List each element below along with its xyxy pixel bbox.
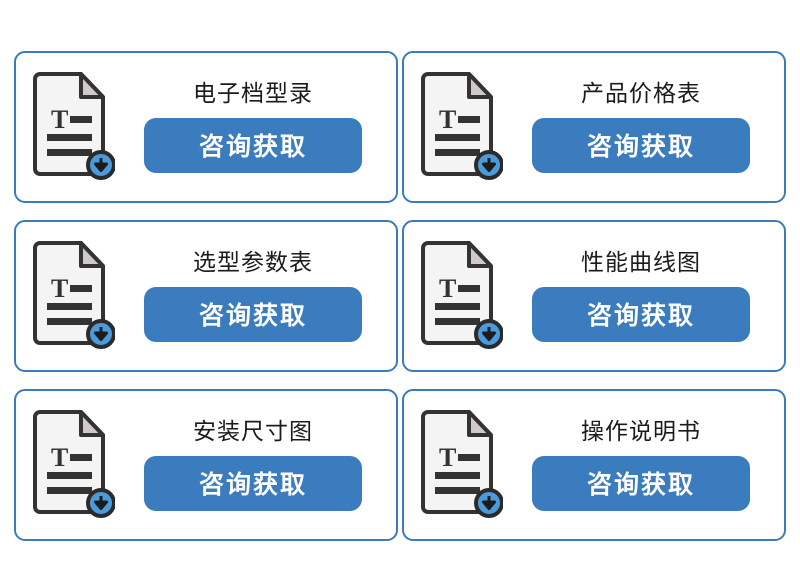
consult-get-button[interactable]: 咨询获取: [532, 117, 750, 173]
document-download-icon: T: [404, 53, 516, 201]
svg-text:T: T: [51, 274, 68, 303]
document-card[interactable]: T 选型参数表 咨询获取: [14, 220, 398, 372]
svg-text:T: T: [439, 274, 456, 303]
card-body: 安装尺寸图 咨询获取: [128, 391, 396, 539]
card-body: 产品价格表 咨询获取: [516, 53, 784, 201]
consult-get-button[interactable]: 咨询获取: [144, 117, 362, 173]
card-title: 性能曲线图: [581, 248, 701, 275]
document-card[interactable]: T 产品价格表 咨询获取: [402, 51, 786, 203]
card-title: 电子档型录: [193, 79, 313, 106]
card-body: 选型参数表 咨询获取: [128, 222, 396, 370]
document-download-icon: T: [16, 53, 128, 201]
document-download-icon: T: [16, 391, 128, 539]
svg-text:T: T: [439, 443, 456, 472]
document-download-icon: T: [404, 391, 516, 539]
document-card[interactable]: T 操作说明书 咨询获取: [402, 389, 786, 541]
consult-get-button[interactable]: 咨询获取: [144, 286, 362, 342]
consult-get-button[interactable]: 咨询获取: [532, 286, 750, 342]
consult-get-button[interactable]: 咨询获取: [144, 455, 362, 511]
document-card[interactable]: T 安装尺寸图 咨询获取: [14, 389, 398, 541]
document-download-icon: T: [404, 222, 516, 370]
document-download-icon: T: [16, 222, 128, 370]
document-card[interactable]: T 电子档型录 咨询获取: [14, 51, 398, 203]
document-card[interactable]: T 性能曲线图 咨询获取: [402, 220, 786, 372]
svg-text:T: T: [51, 105, 68, 134]
card-title: 安装尺寸图: [193, 417, 313, 444]
consult-get-button[interactable]: 咨询获取: [532, 455, 750, 511]
document-card-grid: T 电子档型录 咨询获取 T: [14, 51, 786, 541]
svg-text:T: T: [51, 443, 68, 472]
card-title: 选型参数表: [193, 248, 313, 275]
card-body: 操作说明书 咨询获取: [516, 391, 784, 539]
card-body: 电子档型录 咨询获取: [128, 53, 396, 201]
card-title: 产品价格表: [581, 79, 701, 106]
card-body: 性能曲线图 咨询获取: [516, 222, 784, 370]
svg-text:T: T: [439, 105, 456, 134]
card-title: 操作说明书: [581, 417, 701, 444]
